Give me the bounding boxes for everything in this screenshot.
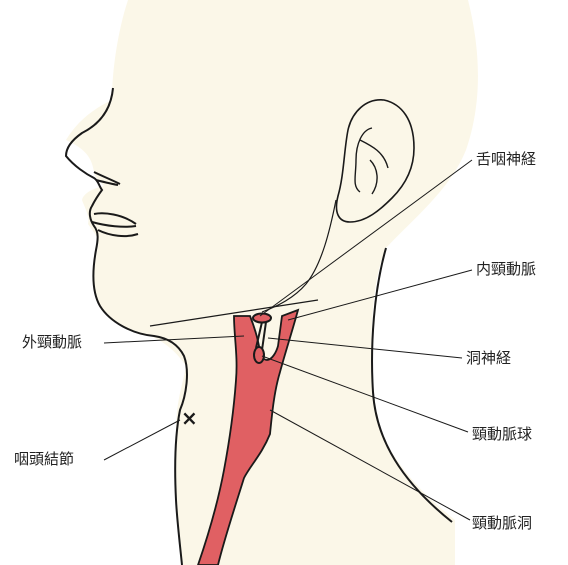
head-neck-silhouette — [66, 0, 478, 565]
label-pharyngeal-nodule: 咽頭結節 — [14, 452, 74, 467]
pharyngeal-marker: × — [181, 406, 198, 430]
label-sinus-nerve: 洞神経 — [466, 351, 511, 366]
leader-line-pharyngeal-nodule — [104, 420, 180, 460]
label-glossopharyngeal-nerve: 舌咽神経 — [476, 152, 536, 167]
label-external-carotid-artery: 外頸動脈 — [22, 335, 82, 350]
label-carotid-sinus: 頸動脈洞 — [472, 516, 532, 531]
carotid-bulb-node — [254, 347, 264, 363]
label-carotid-body: 頸動脈球 — [472, 427, 532, 442]
label-internal-carotid-artery: 内頸動脈 — [476, 262, 536, 277]
